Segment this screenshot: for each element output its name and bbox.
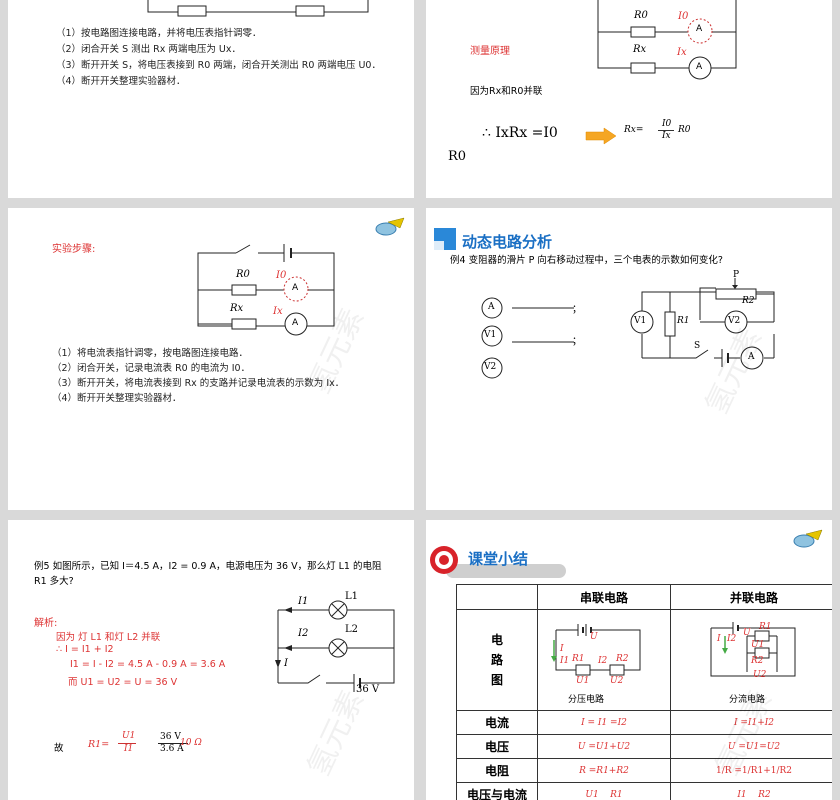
row-voltage-series: U =U1+U2 bbox=[538, 735, 671, 759]
row-ratio-parallel: I1 R2 bbox=[671, 783, 833, 800]
series-r2: R2 bbox=[616, 654, 629, 664]
parallel-r2: R2 bbox=[751, 656, 764, 666]
parallel-i2: I2 bbox=[727, 634, 736, 644]
r1-lhs: R1= bbox=[88, 739, 109, 750]
slider-p-label: P bbox=[733, 270, 739, 280]
row-ratio-label: 电压与电流 bbox=[457, 783, 538, 800]
summary-table: 串联电路 并联电路 电路图 U I I bbox=[456, 584, 832, 800]
step-3: （3）断开开关 S，将电压表接到 R0 两端，闭合开关测出 R0 两端电压 U0… bbox=[56, 59, 381, 73]
row-diagram-text: 电路图 bbox=[490, 630, 504, 690]
series-i2: I2 bbox=[598, 656, 607, 666]
therefore-text: 故 bbox=[54, 740, 64, 754]
step-2: （2）闭合开关，记录电流表 R0 的电流为 I0． bbox=[52, 362, 250, 376]
r2-label: R2 bbox=[742, 296, 755, 306]
col-series-header: 串联电路 bbox=[538, 585, 671, 610]
formula-lhs: Rx= bbox=[624, 125, 643, 135]
step-4: （4）断开开关整理实验器材． bbox=[52, 392, 182, 406]
r0-label: R0 bbox=[236, 269, 250, 280]
series-u1: U1 bbox=[576, 676, 589, 686]
ix-label: Ix bbox=[273, 306, 283, 317]
i0-label: I0 bbox=[678, 11, 688, 22]
current-i2-label: I2 bbox=[298, 628, 308, 639]
slide-3[interactable]: 实验步骤: R0 I0 A Rx Ix A （1）将电流表指针调零，按电路图连接… bbox=[8, 208, 414, 510]
parallel-u2: U2 bbox=[753, 670, 766, 680]
frac-den: I1 bbox=[124, 744, 133, 754]
formula-den: Ix bbox=[662, 131, 671, 141]
lamp-circuit-diagram bbox=[8, 520, 414, 800]
slide-2[interactable]: R0 I0 A Rx Ix A 测量原理 因为Rx和R0并联 ∴ IxRx =I… bbox=[426, 0, 832, 198]
lamp-l2-label: L2 bbox=[345, 624, 358, 635]
row-resistance-series: R =R1+R2 bbox=[538, 759, 671, 783]
voltage-circuit-diagram bbox=[8, 0, 414, 24]
parallel-u: U bbox=[743, 628, 751, 638]
slide-5[interactable]: 例5 如图所示，已知 I＝4.5 A，I2 = 0.9 A，电源电压为 36 V… bbox=[8, 520, 414, 800]
section-heading: 课堂小结 bbox=[468, 548, 528, 569]
r1-label: R1 bbox=[677, 316, 690, 326]
ammeter-label-1: A bbox=[292, 283, 298, 293]
principle-title: 测量原理 bbox=[470, 42, 510, 57]
formula-r0: R0 bbox=[678, 125, 691, 135]
row-resistance-parallel: 1/R =1/R1+1/R2 bbox=[671, 759, 833, 783]
series-i: I bbox=[560, 644, 564, 654]
col-parallel-header: 并联电路 bbox=[671, 585, 833, 610]
step-4: （4）断开开关整理实验器材． bbox=[56, 75, 186, 89]
ammeter-label-2: A bbox=[292, 318, 298, 328]
current-i-label: I bbox=[284, 658, 288, 669]
slide-6[interactable]: 课堂小结 串联电路 并联电路 电路图 bbox=[426, 520, 832, 800]
equation-text: ∴ IxRx =I0 bbox=[482, 125, 558, 141]
row-ratio-series: U1 R1 bbox=[538, 783, 671, 800]
step-1: （1）将电流表指针调零，按电路图连接电路． bbox=[52, 347, 248, 361]
series-r1: R1 bbox=[572, 654, 585, 664]
series-u: U bbox=[590, 632, 598, 642]
switch-s-label: S bbox=[694, 341, 700, 351]
parallel-u1: U1 bbox=[751, 640, 764, 650]
val-num: 36 V bbox=[160, 732, 181, 742]
parallel-r1: R1 bbox=[759, 622, 772, 632]
v1-label: V1 bbox=[634, 316, 646, 326]
i0-label: I0 bbox=[276, 270, 286, 281]
result-value: 10 Ω bbox=[180, 738, 202, 748]
row-diagram-label: 电路图 bbox=[457, 610, 538, 711]
series-caption: 分压电路 bbox=[568, 692, 604, 705]
ammeter-label-1: A bbox=[696, 24, 702, 34]
rx-label: Rx bbox=[633, 44, 646, 55]
pencil-logo-icon bbox=[792, 530, 824, 550]
step-1: （1）按电路图连接电路，并将电压表指针调零． bbox=[56, 27, 262, 41]
voltage-label: 36 V bbox=[356, 684, 379, 695]
formula-num: I0 bbox=[662, 119, 671, 129]
slide-1[interactable]: （1）按电路图连接电路，并将电压表指针调零． （2）闭合开关 S 测出 Rx 两… bbox=[8, 0, 414, 198]
lamp-l1-label: L1 bbox=[345, 591, 358, 602]
step-2: （2）闭合开关 S 测出 Rx 两端电压为 Ux． bbox=[56, 43, 241, 57]
series-i1: I1 bbox=[560, 656, 569, 666]
arrow-icon bbox=[586, 128, 618, 144]
current-i1-label: I1 bbox=[298, 596, 308, 607]
because-text: 因为Rx和R0并联 bbox=[470, 83, 542, 97]
row-current-series: I = I1 =I2 bbox=[538, 711, 671, 735]
ix-label: Ix bbox=[677, 47, 687, 58]
parallel-i: I bbox=[717, 634, 721, 644]
rx-label: Rx bbox=[230, 303, 243, 314]
frac-num: U1 bbox=[122, 731, 135, 741]
row-resistance-label: 电阻 bbox=[457, 759, 538, 783]
tail-text: R0 bbox=[448, 149, 466, 164]
series-diagram-cell: U I I1 R1 I2 R2 U1 U2 分压电路 bbox=[538, 610, 671, 711]
row-current-label: 电流 bbox=[457, 711, 538, 735]
ammeter-label-2: A bbox=[696, 62, 702, 72]
series-u2: U2 bbox=[610, 676, 623, 686]
r0-label: R0 bbox=[634, 10, 648, 21]
row-voltage-label: 电压 bbox=[457, 735, 538, 759]
slide-4[interactable]: 动态电路分析 例4 变阻器的滑片 P 向右移动过程中，三个电表的示数如何变化? … bbox=[426, 208, 832, 510]
rheostat-circuit-diagram bbox=[426, 208, 832, 408]
